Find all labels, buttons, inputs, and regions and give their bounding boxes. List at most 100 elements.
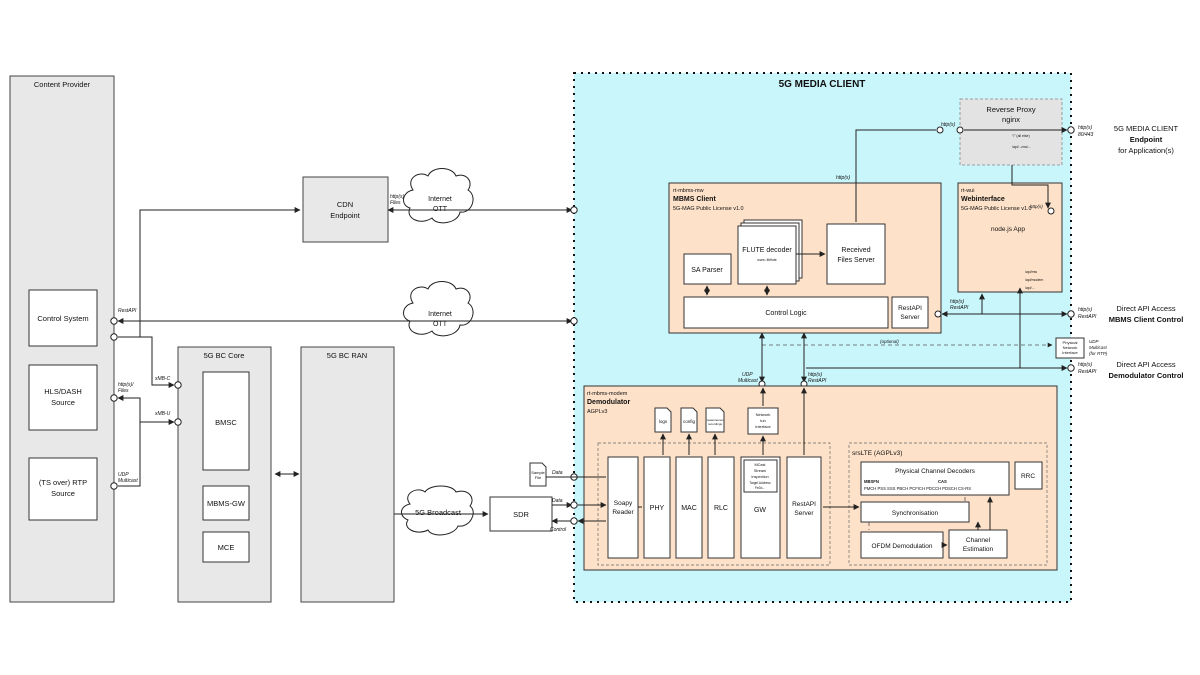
control-port bbox=[110, 317, 118, 325]
control-logic-label: Control Logic bbox=[765, 310, 807, 317]
network-tun-interface-box bbox=[747, 407, 779, 435]
recordings-label-2: recordings bbox=[708, 422, 723, 426]
mw-access-http-label-2: RestAPI bbox=[1078, 314, 1097, 320]
mw-license: 5G-MAG Public License v1.0 bbox=[673, 206, 744, 212]
gw-label: GW bbox=[754, 507, 766, 514]
cas-label: CAS bbox=[938, 479, 947, 484]
chest-label-2: Estimation bbox=[963, 546, 994, 553]
cdn-http-label-2: Files bbox=[390, 200, 401, 206]
xmb-c-port bbox=[174, 381, 182, 389]
ts-rtp-source-box: (TS over) RTP Source bbox=[28, 457, 98, 521]
udp-multicast-label: UDP bbox=[118, 472, 129, 478]
proxy-http-label: http(s) bbox=[941, 122, 956, 128]
mw-restapi-port bbox=[934, 310, 942, 318]
proxy-port-right bbox=[956, 126, 964, 134]
control-system-box: Control System bbox=[28, 289, 98, 347]
modem-access-label: Direct API Access bbox=[1116, 360, 1175, 369]
mw-restapi-label-2: Server bbox=[900, 314, 920, 321]
modem-http-label: http(s) bbox=[808, 372, 823, 378]
modem-connectors bbox=[660, 387, 993, 548]
phy-label: PHY bbox=[650, 505, 665, 512]
client-port-modem bbox=[1067, 364, 1075, 372]
channel-estimation-box bbox=[948, 529, 1008, 559]
internet-ott-cloud-2: Internet OTT bbox=[403, 281, 474, 337]
demodulator-box: rt-mbms-modem Demodulator AGPLv3 logs co… bbox=[583, 385, 1058, 571]
net-iface-label-3: interface bbox=[755, 424, 771, 429]
data-label-2: Data bbox=[552, 498, 563, 504]
ott1-label: Internet bbox=[428, 196, 452, 203]
physical-channel-decoders-box bbox=[860, 461, 1010, 496]
phys-iface-label-2: Network bbox=[1063, 345, 1078, 350]
modem-license: AGPLv3 bbox=[587, 409, 607, 415]
client-port-ott bbox=[570, 317, 578, 325]
mw-restapi-box bbox=[891, 296, 929, 329]
client-port-mw bbox=[1067, 310, 1075, 318]
received-label-2: Files Server bbox=[837, 257, 875, 264]
physical-network-interface-box: Physical Network Interface bbox=[1055, 337, 1085, 359]
control-label: Control bbox=[550, 527, 567, 533]
hls-port bbox=[110, 394, 118, 402]
ts-rtp-label: (TS over) RTP bbox=[39, 478, 87, 487]
mw-http-label: http(s) bbox=[836, 175, 851, 181]
mce-label: MCE bbox=[218, 543, 235, 552]
bmsc-label: BMSC bbox=[215, 418, 237, 427]
control-system-label: Control System bbox=[37, 314, 88, 323]
recordings-label: measurement bbox=[706, 418, 725, 422]
hls-dash-label-2: Source bbox=[51, 398, 75, 407]
flute-sub-label: uses: libflute bbox=[757, 258, 777, 262]
endpoint-label-2: Endpoint bbox=[1130, 135, 1163, 144]
config-label: config bbox=[683, 419, 696, 424]
broadcast-cloud: 5G Broadcast bbox=[401, 485, 474, 536]
right-connectors bbox=[759, 165, 1068, 383]
mw-name: rt-mbms-mw bbox=[673, 188, 704, 194]
optional-label: (optional) bbox=[880, 339, 899, 344]
cdn-label: CDN bbox=[337, 200, 353, 209]
modem-udp-label: UDP bbox=[742, 372, 753, 378]
modem-udp-label-2: Multicast bbox=[738, 378, 758, 384]
mbms-client-box: rt-mbms-mw MBMS Client 5G-MAG Public Lic… bbox=[668, 182, 942, 334]
hls-dash-source-box: HLS/DASH Source bbox=[28, 364, 98, 431]
data-label-1: Data bbox=[552, 470, 563, 476]
bc-core-title: 5G BC Core bbox=[204, 351, 245, 360]
mbms-gw-label: MBMS-GW bbox=[207, 499, 246, 508]
modem-title: Demodulator bbox=[587, 399, 630, 406]
rrc-label: RRC bbox=[1021, 473, 1035, 480]
http-files-label-2: Files bbox=[118, 388, 129, 394]
control-port-2 bbox=[110, 333, 118, 341]
soapy-reader-box bbox=[607, 456, 639, 559]
flute-decoder-box bbox=[737, 225, 797, 285]
proxy-route-1: "/" (all else) bbox=[1012, 134, 1030, 138]
channels-label: PMCH PSS SSS PBCH PCFICH PDCCH PDSCH CS-… bbox=[864, 486, 971, 491]
modem-http-label-2: RestAPI bbox=[808, 378, 827, 384]
broadcast-label: 5G Broadcast bbox=[415, 508, 462, 517]
flute-label: FLUTE decoder bbox=[742, 247, 792, 254]
udp-rtp-label-3: (for RTP) bbox=[1089, 351, 1108, 356]
rlc-box bbox=[707, 456, 735, 559]
received-files-box bbox=[826, 223, 886, 285]
ott2-label: Internet bbox=[428, 311, 452, 318]
client-port-control bbox=[570, 517, 578, 525]
http-files-label: http(s)/ bbox=[118, 382, 134, 388]
wui-route-2: /api/modem bbox=[1025, 278, 1043, 282]
sa-parser-label: SA Parser bbox=[691, 267, 723, 274]
mbsfn-label: MBSFN bbox=[864, 479, 879, 484]
right-http-label: http(s) bbox=[1078, 125, 1093, 131]
net-iface-label-2: tun bbox=[760, 418, 766, 423]
sdr-box: SDR bbox=[489, 496, 553, 532]
mw-connectors bbox=[704, 127, 1068, 296]
sample-data-connectors bbox=[546, 476, 642, 524]
phy-box bbox=[643, 456, 671, 559]
bc-ran-panel: 5G BC RAN bbox=[300, 346, 395, 603]
mac-box bbox=[675, 456, 703, 559]
rtp-port bbox=[110, 482, 118, 490]
wui-route-3: /api/... bbox=[1025, 286, 1035, 290]
mac-label: MAC bbox=[681, 505, 697, 512]
logs-label: logs bbox=[659, 419, 668, 424]
net-iface-label: Network bbox=[756, 412, 771, 417]
phys-iface-label: Physical bbox=[1063, 340, 1078, 345]
gw-note-5: FeDc... bbox=[755, 486, 765, 490]
modem-restapi-box bbox=[786, 456, 822, 559]
wui-http-port bbox=[1047, 207, 1055, 215]
modem-access-label-2: Demodulator Control bbox=[1109, 371, 1184, 380]
synchronisation-box bbox=[860, 501, 970, 523]
